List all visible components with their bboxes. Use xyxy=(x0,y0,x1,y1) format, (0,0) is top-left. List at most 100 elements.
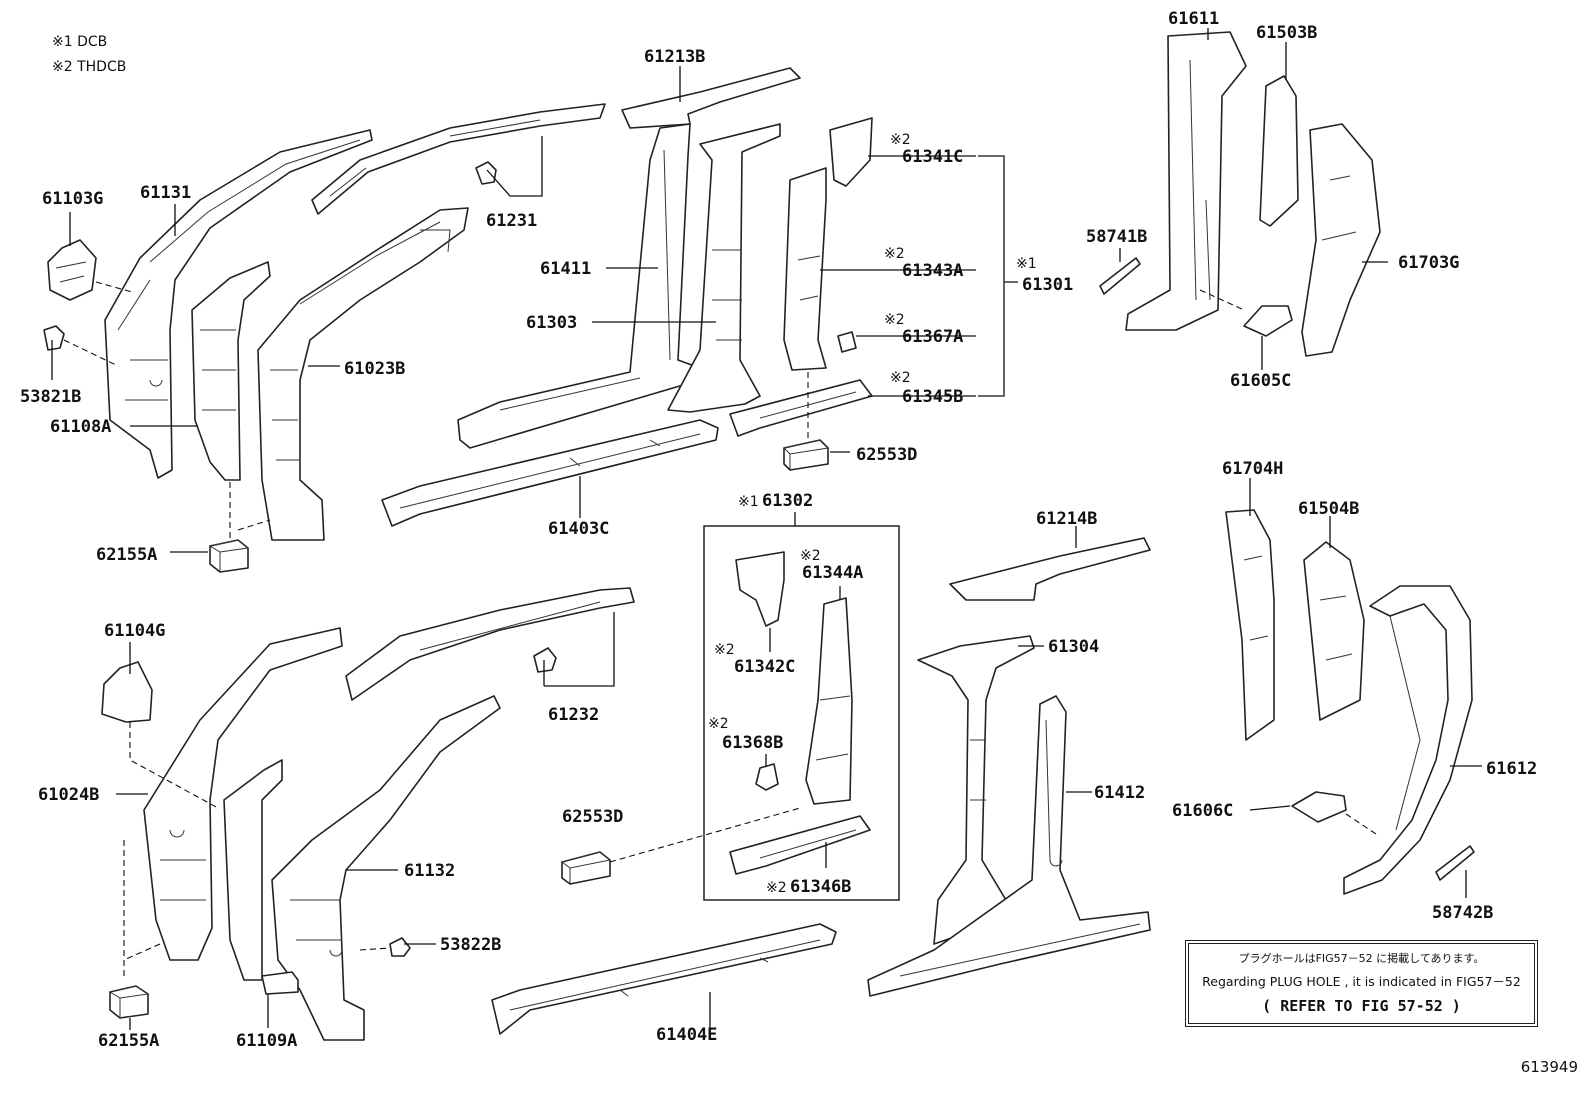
part-61214B-roof-rail xyxy=(949,537,1151,601)
label-62553D-top: 62553D xyxy=(856,445,917,465)
part-62155A-top-block xyxy=(208,539,250,573)
mark-61301: ※1 xyxy=(1016,256,1037,272)
part-61341C-bracket xyxy=(829,117,873,187)
label-61344A: 61344A xyxy=(802,563,863,583)
label-61104G: 61104G xyxy=(104,621,165,641)
part-61023B-pillar-reinforcement xyxy=(257,207,469,541)
part-62155A-bottom-block xyxy=(108,985,150,1019)
part-61404E-rocker xyxy=(491,923,837,1035)
part-62553D-bottom-block xyxy=(560,851,612,885)
part-pillar-inner-bottom xyxy=(223,759,283,981)
part-61024B-pillar xyxy=(143,627,343,961)
part-61606C-cover xyxy=(1291,791,1347,823)
part-58741B-seal xyxy=(1099,257,1141,295)
label-61703G: 61703G xyxy=(1398,253,1459,273)
part-61403C-rocker xyxy=(381,419,719,527)
label-62553D-bottom: 62553D xyxy=(562,807,623,827)
label-61108A: 61108A xyxy=(50,417,111,437)
mark-61344A: ※2 xyxy=(800,548,821,564)
part-61103G-bracket xyxy=(47,239,97,301)
label-61411: 61411 xyxy=(540,259,591,279)
label-61343A: 61343A xyxy=(902,261,963,281)
part-61704H-panel xyxy=(1225,509,1275,741)
label-61605C: 61605C xyxy=(1230,371,1291,391)
part-61343A-center-pillar-reinf xyxy=(783,167,827,371)
label-61368B: 61368B xyxy=(722,733,783,753)
mark-61346B: ※2 xyxy=(766,880,787,896)
part-61703G-panel xyxy=(1301,123,1381,357)
part-61605C-cover xyxy=(1243,305,1293,337)
label-61214B: 61214B xyxy=(1036,509,1097,529)
label-61131: 61131 xyxy=(140,183,191,203)
part-61344A-center-pillar-reinf xyxy=(805,597,853,805)
mark-61368B: ※2 xyxy=(708,716,729,732)
part-61368B-clip xyxy=(755,763,779,791)
label-61132: 61132 xyxy=(404,861,455,881)
label-61606C: 61606C xyxy=(1172,801,1233,821)
part-61504B-panel xyxy=(1303,541,1365,721)
mark-61341C: ※2 xyxy=(890,132,911,148)
part-61342C-bracket xyxy=(735,551,785,627)
label-61341C: 61341C xyxy=(902,147,963,167)
part-roof-rail-lower xyxy=(345,587,635,701)
label-61412: 61412 xyxy=(1094,783,1145,803)
part-58742B-seal xyxy=(1435,845,1475,881)
label-61346B: 61346B xyxy=(790,877,851,897)
note-reference[interactable]: ( REFER TO FIG 57-52 ) xyxy=(1262,997,1461,1015)
mark-61343A: ※2 xyxy=(884,246,905,262)
part-61131-pillar-outer xyxy=(104,129,373,479)
part-61411-side-outer-front xyxy=(457,123,701,449)
label-61404E: 61404E xyxy=(656,1025,717,1045)
label-62155A-bottom: 62155A xyxy=(98,1031,159,1051)
part-61303-center-pillar-inner xyxy=(667,123,781,413)
label-61213B: 61213B xyxy=(644,47,705,67)
mark-61345B: ※2 xyxy=(890,370,911,386)
label-61345B: 61345B xyxy=(902,387,963,407)
mark-61302: ※1 xyxy=(738,494,759,510)
label-58742B: 58742B xyxy=(1432,903,1493,923)
label-61367A: 61367A xyxy=(902,327,963,347)
note-english: Regarding PLUG HOLE , it is indicated in… xyxy=(1202,974,1521,989)
label-61612: 61612 xyxy=(1486,759,1537,779)
part-labels: 61103G 61131 53821B 61108A 61023B 62155A… xyxy=(20,9,1537,1051)
label-61303: 61303 xyxy=(526,313,577,333)
part-roof-rail-upper xyxy=(311,103,606,215)
part-61108A-pillar-inner xyxy=(191,261,271,481)
label-61304: 61304 xyxy=(1048,637,1099,657)
note-japanese: プラグホールはFIG57－52 に掲載してあります。 xyxy=(1238,952,1485,965)
mark-61367A: ※2 xyxy=(884,312,905,328)
label-61231: 61231 xyxy=(486,211,537,231)
group-box-61302 xyxy=(703,525,900,901)
part-61132-pillar-reinf xyxy=(271,695,501,1041)
mark-61342C: ※2 xyxy=(714,642,735,658)
label-61342C: 61342C xyxy=(734,657,795,677)
label-53821B: 53821B xyxy=(20,387,81,407)
part-61503B-panel xyxy=(1259,75,1299,227)
part-61611-outer-pillar xyxy=(1125,31,1247,331)
part-61232-clip xyxy=(533,647,557,673)
label-61504B: 61504B xyxy=(1298,499,1359,519)
part-62553D-top-block xyxy=(783,439,830,471)
legend-thdcb: ※2 THDCB xyxy=(52,59,127,75)
label-61302: 61302 xyxy=(762,491,813,511)
label-61611: 61611 xyxy=(1168,9,1219,29)
part-61231-clip xyxy=(475,161,497,185)
part-61346B-rocker-reinf xyxy=(729,815,871,875)
plug-hole-note: プラグホールはFIG57－52 に掲載してあります。 Regarding PLU… xyxy=(1185,940,1538,1027)
label-53822B: 53822B xyxy=(440,935,501,955)
label-61301: 61301 xyxy=(1022,275,1073,295)
part-53821B-clip xyxy=(43,325,65,351)
legend-dcb: ※1 DCB xyxy=(52,34,108,50)
label-61503B: 61503B xyxy=(1256,23,1317,43)
label-62155A-top: 62155A xyxy=(96,545,157,565)
label-61103G: 61103G xyxy=(42,189,103,209)
part-61213B-roof-rail xyxy=(621,67,801,129)
part-61109A-block xyxy=(261,971,299,995)
label-61023B: 61023B xyxy=(344,359,405,379)
label-61232: 61232 xyxy=(548,705,599,725)
leader-lines xyxy=(51,28,1482,1030)
label-61704H: 61704H xyxy=(1222,459,1283,479)
part-61367A-clip xyxy=(837,331,857,353)
